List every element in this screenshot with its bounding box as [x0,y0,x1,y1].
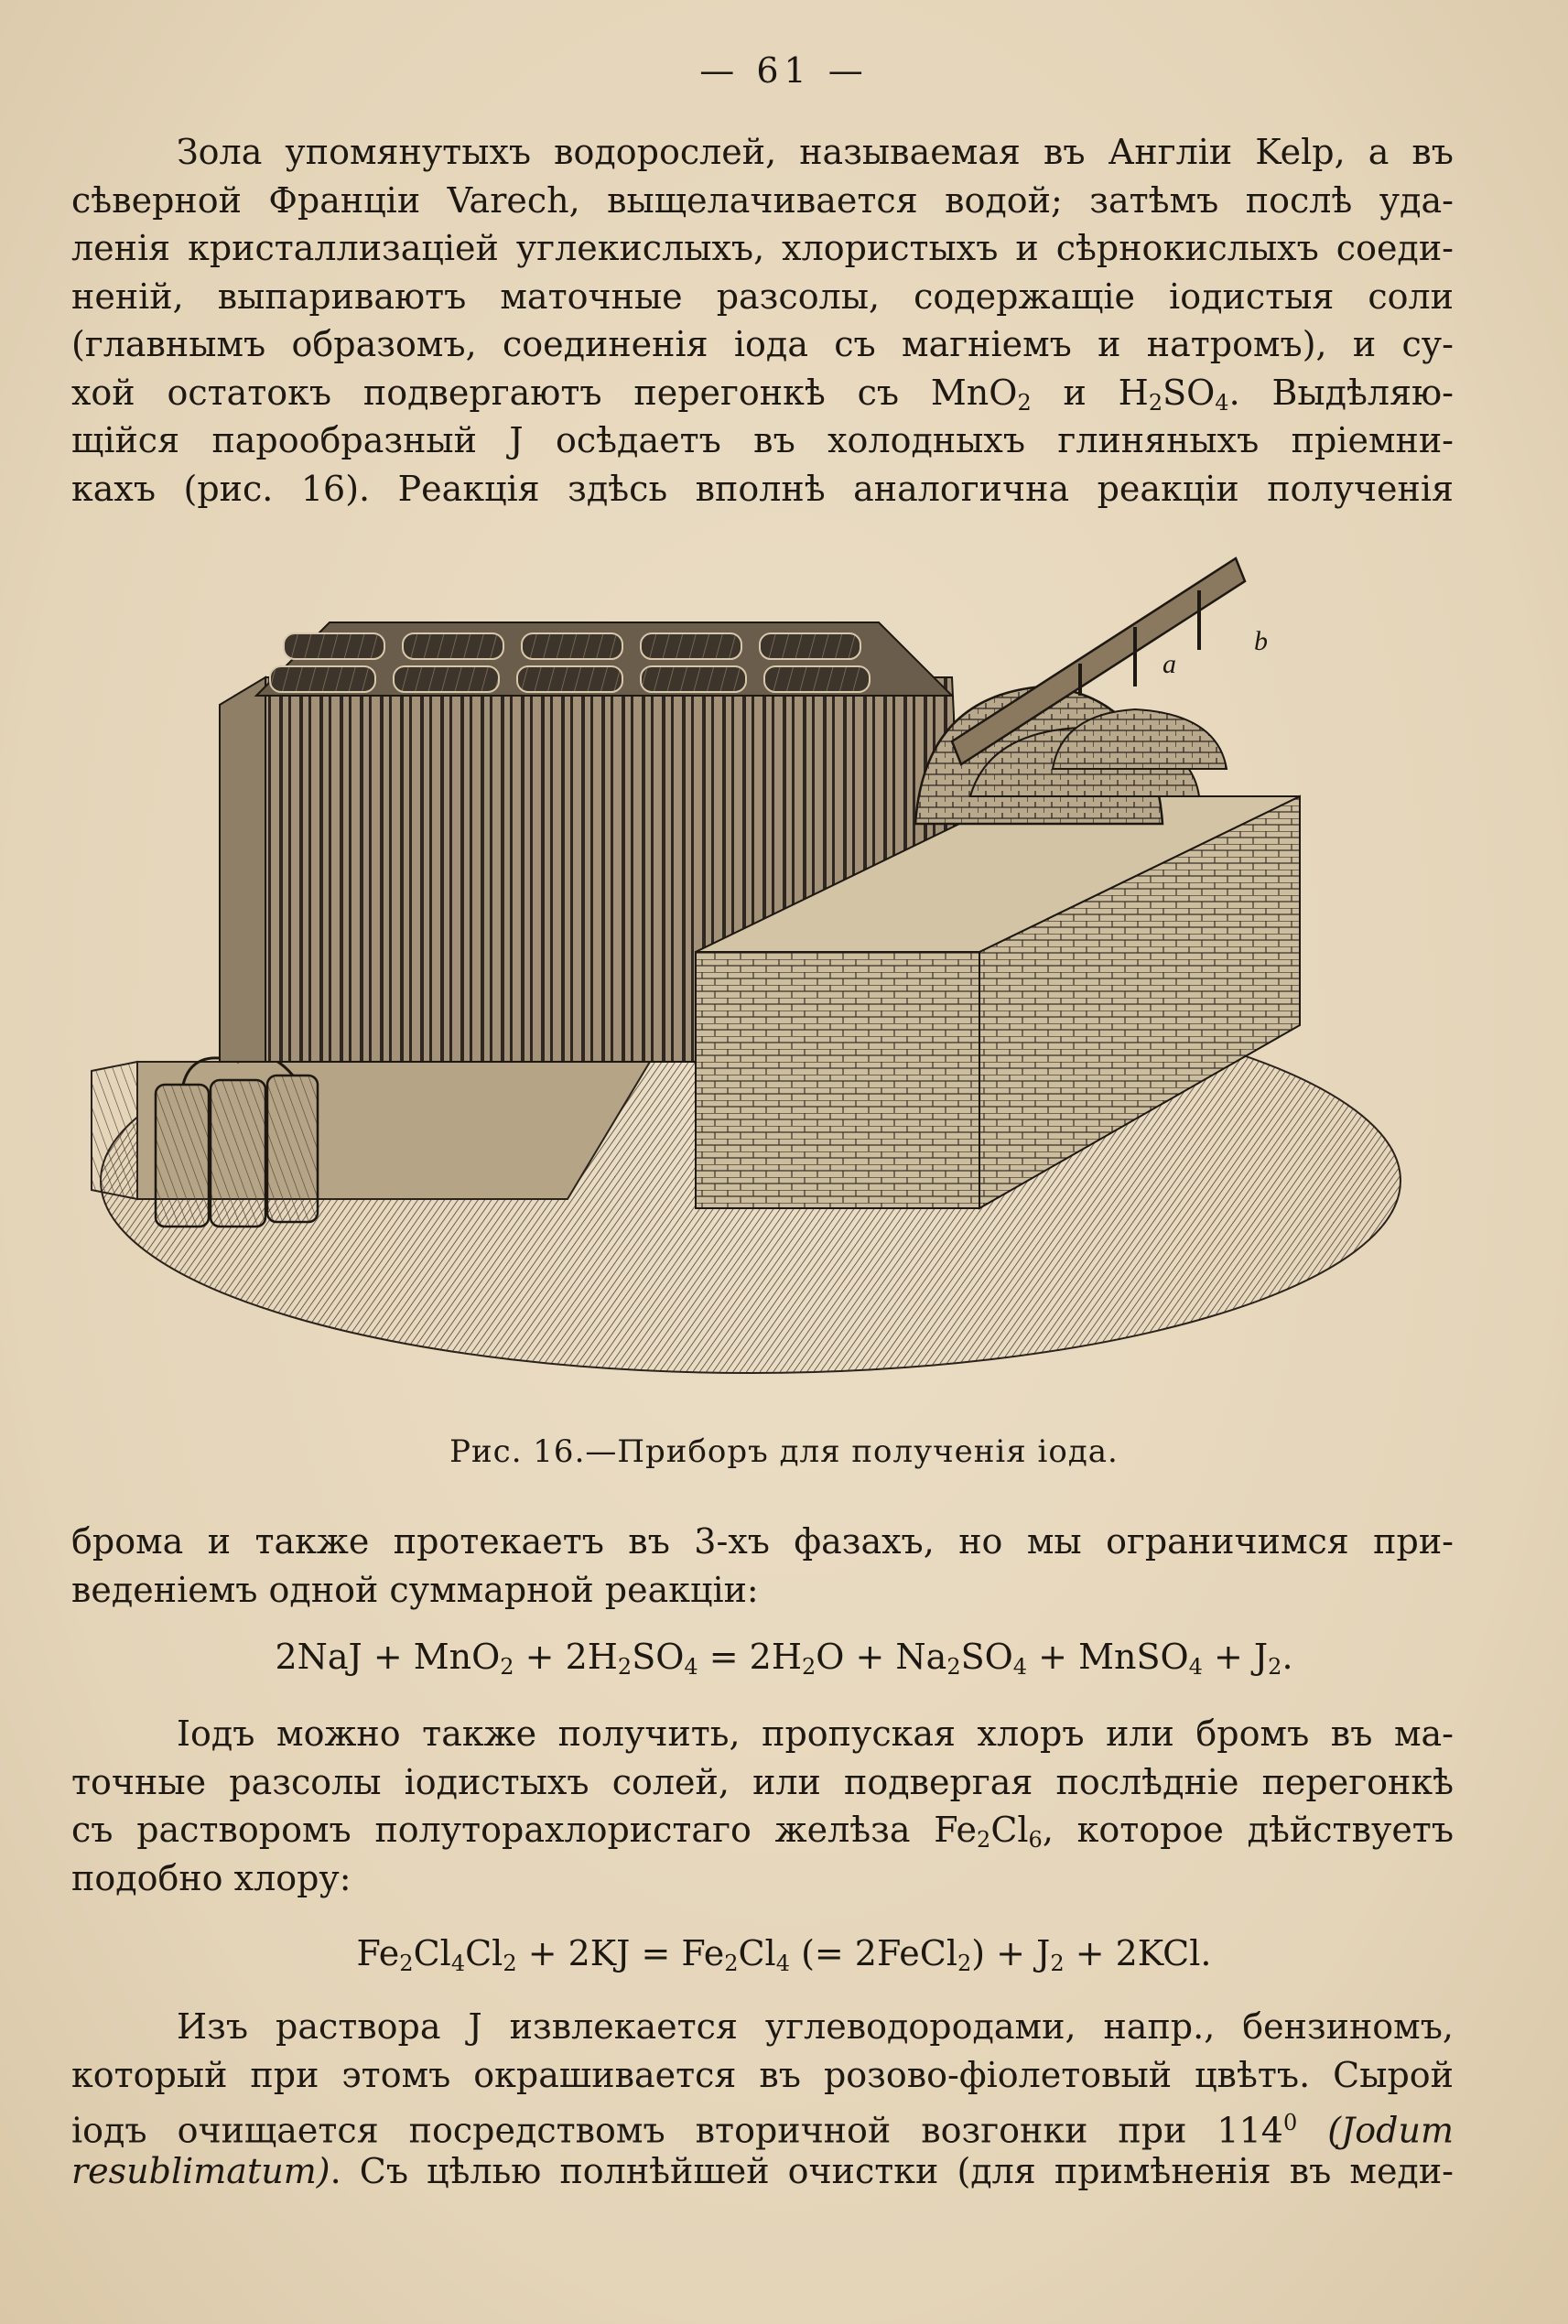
text-line: съ растворомъ полуторахлористаго желѣза … [71,1810,1454,1853]
figure-caption: Рис. 16.—Приборъ для полученія іода. [449,1433,1119,1470]
text-line: щійся парообразный J осѣдаетъ въ холодны… [71,420,1454,460]
text-line: хой остатокъ подвергаютъ перегонкѣ съ Mn… [71,372,1454,416]
text-line: кахъ (рис. 16). Реакція здѣсь вполнѣ ана… [71,468,1454,509]
text-line: Изъ раствора J извлекается углеводородам… [177,2006,1454,2047]
text-line: сѣверной Франціи Varech, выщелачивается … [71,179,1454,221]
text-line: Зола упомянутыхъ водорослей, называемая … [177,132,1454,172]
beam-with-chains [950,557,1247,766]
receiver-jars [154,1054,319,1228]
text-line: Іодъ можно также получить, пропуская хло… [177,1713,1454,1754]
iodine-apparatus-engraving: a b [91,557,1401,1374]
paragraph-4: Изъ раствора J извлекается углеводородам… [71,2003,1454,2195]
text-line: resublimatum). Съ цѣлью полнѣйшей очистк… [71,2150,1454,2191]
page-number: — 61 — [699,50,869,91]
text-line: веденіемъ одной суммарной реакціи: [71,1569,759,1610]
equation-2: Fe2Cl4Cl2 + 2KJ = Fe2Cl4 (= 2FeCl2) + J2… [356,1933,1212,1976]
text-line: брома и также протекаетъ въ 3-хъ фазахъ,… [71,1521,1454,1562]
text-line: неній, выпариваютъ маточные разсолы, сод… [71,276,1454,317]
cushion-grid [254,622,955,697]
text-line: точные разсолы іодистыхъ солей, или подв… [71,1761,1454,1802]
text-line: подобно хлору: [71,1857,351,1898]
text-line: ленія кристаллизаціей углекислыхъ, хлори… [71,228,1454,268]
equation-1: 2NaJ + MnO2 + 2H2SO4 = 2H2O + Na2SO4 + M… [275,1637,1293,1680]
brick-domes [914,685,1228,826]
figure-label-a: a [1162,649,1176,679]
text-line: іодъ очищается посредствомъ вторичной во… [71,2110,1454,2151]
paragraph-2: брома и также протекаетъ въ 3-хъ фазахъ,… [71,1518,1454,1614]
text-line: который при этомъ окрашивается въ розово… [71,2054,1454,2095]
text-line: (главнымъ образомъ, соединенія іода съ м… [71,324,1454,364]
paragraph-3: Іодъ можно также получить, пропуская хло… [71,1710,1454,1902]
figure-label-b: b [1254,626,1268,656]
paragraph-1: Зола упомянутыхъ водорослей, называемая … [71,128,1454,513]
